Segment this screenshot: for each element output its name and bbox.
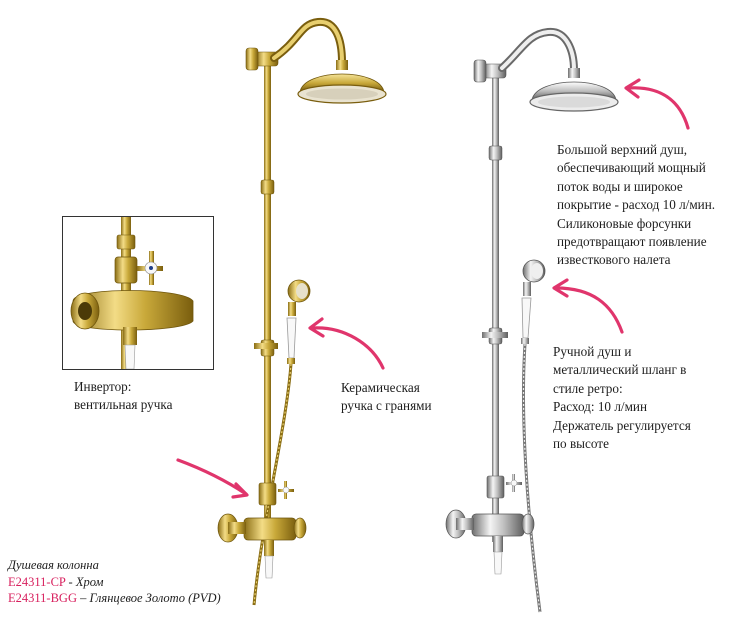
gold-hand-shower (286, 279, 311, 364)
big-head-note: Большой верхний душ, обеспечивающий мощн… (557, 142, 716, 268)
gold-model-code: E24311-BGG (8, 591, 77, 605)
ceramic-handle-note: Керамическая ручка с гранями (341, 380, 432, 414)
diverter-closeup-image (70, 217, 194, 370)
gold-shower-column (217, 17, 387, 606)
caption-line-gold: E24311-BGG – Глянцевое Золото (PVD) (8, 590, 221, 607)
hand-shower-note: Ручной душ и металлический шланг в стиле… (553, 344, 691, 452)
caption-line-chrome: E24311-CP - Хром (8, 574, 221, 591)
product-caption: Душевая колонна E24311-CP - Хром E24311-… (8, 557, 221, 607)
chrome-hand-shower (521, 259, 546, 344)
caption-title: Душевая колонна (8, 558, 99, 572)
diverter-note: Инвертор: вентильная ручка (74, 379, 173, 413)
gold-diverter-handle (278, 481, 294, 499)
arrow-to-ceramic-handle (308, 317, 385, 370)
chrome-model-code: E24311-CP (8, 574, 66, 589)
arrow-to-big-head (624, 78, 690, 130)
diverter-closeup-inset (62, 216, 214, 370)
arrow-to-diverter (176, 458, 249, 499)
gold-finish: Глянцевое Золото (PVD) (89, 591, 221, 605)
chrome-diverter-handle (506, 474, 522, 492)
arrow-to-hand-shower (552, 278, 624, 334)
chrome-finish: Хром (75, 574, 104, 589)
chrome-shower-column (445, 27, 619, 613)
chrome-separator: - (65, 574, 76, 589)
gold-separator: – (76, 591, 90, 605)
